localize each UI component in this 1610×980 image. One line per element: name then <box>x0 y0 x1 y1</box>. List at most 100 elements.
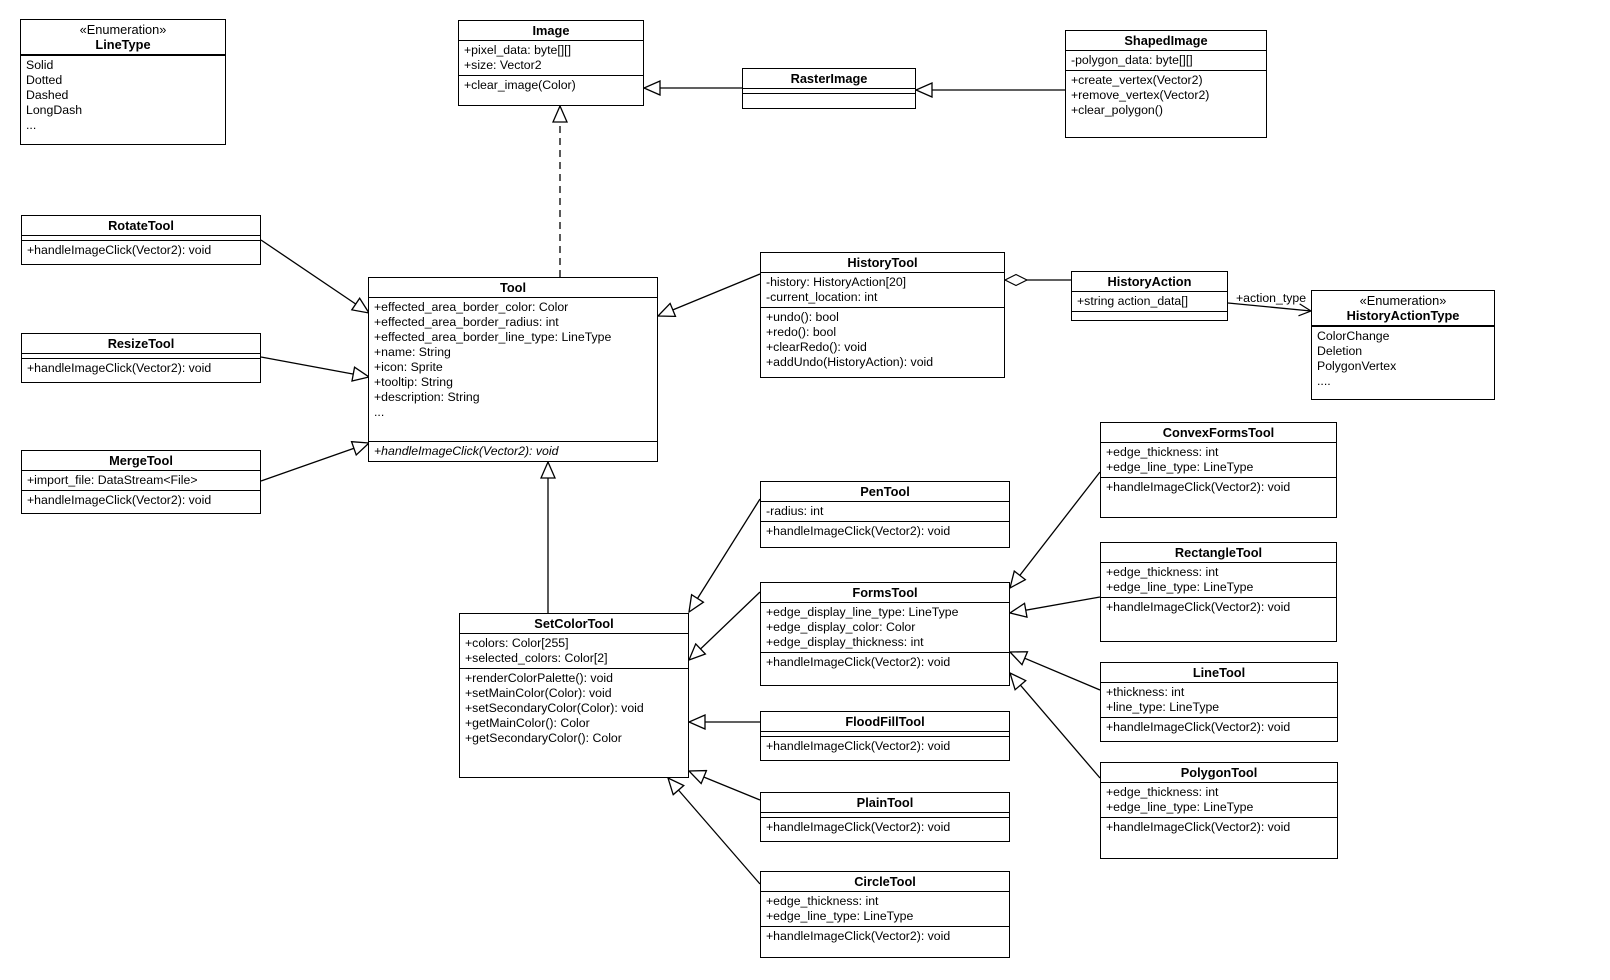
class-methods: +handleImageClick(Vector2): void <box>1101 477 1336 517</box>
member-line: +selected_colors: Color[2] <box>465 651 608 665</box>
class-name: ResizeTool <box>22 334 260 354</box>
member-line: LongDash <box>26 103 83 117</box>
edge-circletool-setcolortool-generalization <box>668 778 761 885</box>
class-methods: +clear_image(Color) <box>459 75 643 105</box>
class-historytool[interactable]: HistoryTool -history: HistoryAction[20]-… <box>760 252 1005 378</box>
class-attributes: -radius: int <box>761 502 1009 521</box>
member-line: +handleImageClick(Vector2): void <box>766 929 951 943</box>
class-methods: +handleImageClick(Vector2): void <box>22 358 260 382</box>
member-line: +icon: Sprite <box>374 360 443 374</box>
edge-resizetool-tool-generalization <box>260 356 369 377</box>
class-plaintool[interactable]: PlainTool +handleImageClick(Vector2): vo… <box>760 792 1010 842</box>
class-polygontool[interactable]: PolygonTool +edge_thickness: int+edge_li… <box>1100 762 1338 859</box>
class-name: SetColorTool <box>460 614 688 634</box>
class-stereotype: «Enumeration» <box>1359 293 1447 308</box>
member-line: +handleImageClick(Vector2): void <box>766 655 951 669</box>
class-name: CircleTool <box>761 872 1009 892</box>
member-line: +edge_thickness: int <box>1106 565 1219 579</box>
class-name: Tool <box>369 278 657 298</box>
member-line: Dashed <box>26 88 69 102</box>
class-attributes: -history: HistoryAction[20]-current_loca… <box>761 273 1004 307</box>
class-methods: +handleImageClick(Vector2): void <box>369 441 657 461</box>
class-linetool[interactable]: LineTool +thickness: int+line_type: Line… <box>1100 662 1338 742</box>
class-convexformstool[interactable]: ConvexFormsTool +edge_thickness: int+edg… <box>1100 422 1337 518</box>
class-name: FormsTool <box>761 583 1009 603</box>
class-mergetool[interactable]: MergeTool +import_file: DataStream<File>… <box>21 450 261 514</box>
class-historyaction[interactable]: HistoryAction +string action_data[] <box>1071 271 1228 321</box>
member-line: Deletion <box>1317 344 1363 358</box>
member-line: +handleImageClick(Vector2): void <box>27 243 212 257</box>
member-line: +thickness: int <box>1106 685 1185 699</box>
class-methods <box>743 93 915 108</box>
member-line: PolygonVertex <box>1317 359 1397 373</box>
class-historyactiontype[interactable]: «Enumeration» HistoryActionType ColorCha… <box>1311 290 1495 400</box>
member-line: +edge_thickness: int <box>1106 445 1219 459</box>
class-circletool[interactable]: CircleTool +edge_thickness: int+edge_lin… <box>760 871 1010 958</box>
member-line: +handleImageClick(Vector2): void <box>27 361 212 375</box>
edge-formstool-setcolortool-generalization <box>689 591 761 660</box>
member-line: +edge_line_type: LineType <box>1106 580 1254 594</box>
member-line: +create_vertex(Vector2) <box>1071 73 1203 87</box>
member-line: +name: String <box>374 345 451 359</box>
edge-rotatetool-tool-generalization <box>260 239 369 313</box>
member-line: +edge_display_color: Color <box>766 620 916 634</box>
member-line: -polygon_data: byte[][] <box>1071 53 1193 67</box>
member-line: +renderColorPalette(): void <box>465 671 613 685</box>
class-name: ConvexFormsTool <box>1101 423 1336 443</box>
member-line: +import_file: DataStream<File> <box>27 473 198 487</box>
member-line: +undo(): bool <box>766 310 839 324</box>
class-tool[interactable]: Tool +effected_area_border_color: Color +… <box>368 277 658 462</box>
class-methods: +handleImageClick(Vector2): void <box>761 736 1009 760</box>
member-line: +handleImageClick(Vector2): void <box>766 524 951 538</box>
member-line: +clearRedo(): void <box>766 340 867 354</box>
class-methods: +handleImageClick(Vector2): void <box>22 490 260 513</box>
class-attributes: +string action_data[] <box>1072 292 1227 311</box>
class-methods: +renderColorPalette(): void+setMainColor… <box>460 668 688 777</box>
member-line: +edge_line_type: LineType <box>1106 800 1254 814</box>
class-resizetool[interactable]: ResizeTool +handleImageClick(Vector2): v… <box>21 333 261 383</box>
class-title: «Enumeration» LineType <box>21 20 225 55</box>
class-name: FloodFillTool <box>761 712 1009 732</box>
member-line: +setSecondaryColor(Color): void <box>465 701 644 715</box>
member-line: +string action_data[] <box>1077 294 1189 308</box>
class-attributes: +thickness: int+line_type: LineType <box>1101 683 1337 717</box>
class-methods <box>1072 311 1227 320</box>
class-rasterimage[interactable]: RasterImage <box>742 68 916 109</box>
class-attributes: -polygon_data: byte[][] <box>1066 51 1266 70</box>
member-line: +effected_area_border_color: Color <box>374 300 569 314</box>
class-rectangletool[interactable]: RectangleTool +edge_thickness: int+edge_… <box>1100 542 1337 642</box>
class-formstool[interactable]: FormsTool +edge_display_line_type: LineT… <box>760 582 1010 686</box>
member-line: +edge_line_type: LineType <box>766 909 914 923</box>
member-line: +line_type: LineType <box>1106 700 1220 714</box>
member-line: -history: HistoryAction[20] <box>766 275 907 289</box>
association-role-label: +action_type <box>1236 291 1307 305</box>
member-line: +getSecondaryColor(): Color <box>465 731 622 745</box>
member-line: +clear_polygon() <box>1071 103 1163 117</box>
class-attributes: +edge_thickness: int+edge_line_type: Lin… <box>761 892 1009 926</box>
member-line: +pixel_data: byte[][] <box>464 43 571 57</box>
member-line: +edge_line_type: LineType <box>1106 460 1254 474</box>
class-attributes: +colors: Color[255]+selected_colors: Col… <box>460 634 688 668</box>
class-name: HistoryTool <box>761 253 1004 273</box>
class-name: HistoryActionType <box>1346 308 1460 323</box>
class-methods: +handleImageClick(Vector2): void <box>761 652 1009 685</box>
member-line: +handleImageClick(Vector2): void <box>374 444 559 458</box>
class-name: PenTool <box>761 482 1009 502</box>
class-shapedimage[interactable]: ShapedImage -polygon_data: byte[][] +cre… <box>1065 30 1267 138</box>
class-image[interactable]: Image +pixel_data: byte[][]+size: Vector… <box>458 20 644 106</box>
member-line: Dotted <box>26 73 63 87</box>
class-methods: +handleImageClick(Vector2): void <box>1101 597 1336 641</box>
edge-linetool-formstool-generalization <box>1010 652 1101 691</box>
class-setcolortool[interactable]: SetColorTool +colors: Color[255]+selecte… <box>459 613 689 778</box>
class-name: LineTool <box>1101 663 1337 683</box>
class-floodfilltool[interactable]: FloodFillTool +handleImageClick(Vector2)… <box>760 711 1010 761</box>
class-rotatetool[interactable]: RotateTool +handleImageClick(Vector2): v… <box>21 215 261 265</box>
class-name: LineType <box>95 37 151 52</box>
class-name: PlainTool <box>761 793 1009 813</box>
class-stereotype: «Enumeration» <box>79 22 167 37</box>
class-pentool[interactable]: PenTool -radius: int +handleImageClick(V… <box>760 481 1010 548</box>
class-methods: +handleImageClick(Vector2): void <box>761 817 1009 841</box>
member-line: +handleImageClick(Vector2): void <box>766 739 951 753</box>
member-line: +handleImageClick(Vector2): void <box>1106 720 1291 734</box>
